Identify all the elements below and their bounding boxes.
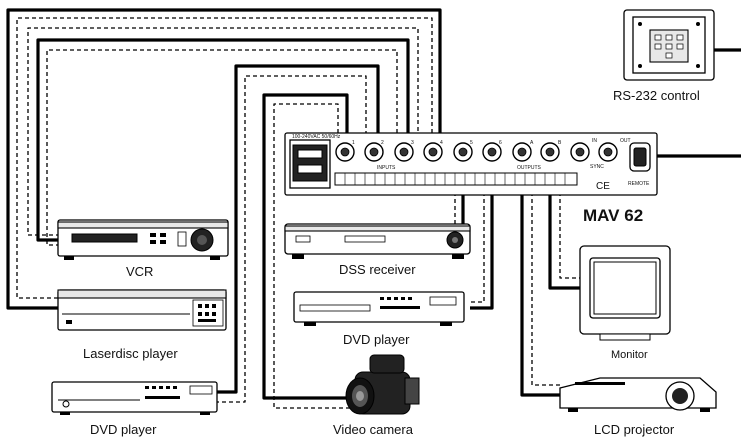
input-number: 4 [440,140,443,146]
laserdisc-label: Laserdisc player [83,346,178,361]
sync-out-label: OUT [620,138,631,144]
monitor-label: Monitor [611,349,648,361]
dvd-player-left [52,382,217,415]
dvd-player-left-label: DVD player [90,422,157,437]
input-number: 2 [381,140,384,146]
cable-vcr-audio [28,28,418,235]
svg-text:100-240VAC 50/60Hz: 100-240VAC 50/60Hz [292,134,341,140]
outputs-label: OUTPUTS [517,165,542,171]
input-number: 1 [352,140,355,146]
rs232-controller [624,10,714,80]
vcr-label: VCR [126,264,153,279]
video-camera-label: Video camera [333,422,414,437]
cable-projector-audio [532,178,560,385]
mav62-panel: 100-240VAC 50/60Hz 1 2 3 4 5 6 INPUTS A … [285,133,657,195]
monitor [580,246,670,340]
laserdisc-player [58,290,226,330]
input-number: 6 [499,140,502,146]
ce-mark-icon: CE [596,181,610,192]
dvd-player-middle-label: DVD player [343,332,410,347]
dvd-player-middle [294,292,464,326]
lcd-projector [560,378,716,412]
cable-dvd-mid-audio [470,178,484,302]
inputs-label: INPUTS [377,165,396,171]
dss-receiver [285,224,470,259]
remote-label: REMOTE [628,181,650,187]
audio-terminal-block [335,173,577,185]
rs232-control-label: RS-232 control [613,88,700,103]
input-number: 3 [411,140,414,146]
input-number: 5 [470,140,473,146]
video-camera [346,355,419,414]
vcr [58,220,228,260]
sync-label: SYNC [590,164,604,170]
device-name: MAV 62 [583,206,643,225]
lcd-projector-label: LCD projector [594,422,675,437]
sync-in-label: IN [592,138,597,144]
dss-receiver-label: DSS receiver [339,262,416,277]
